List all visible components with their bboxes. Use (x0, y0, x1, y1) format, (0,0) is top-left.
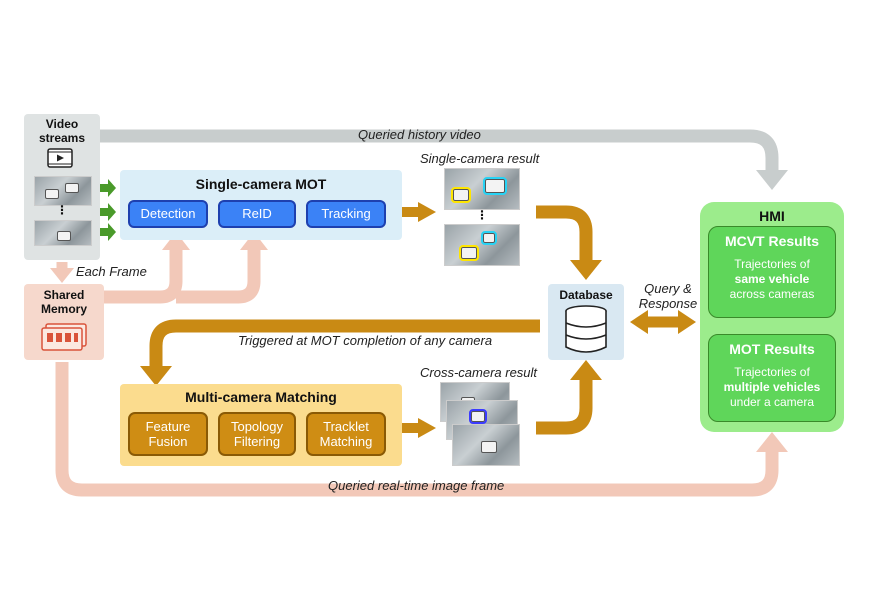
shared-to-detection (104, 250, 183, 304)
single-result-image-2 (444, 224, 520, 266)
queried-history-label: Queried history video (358, 127, 481, 142)
mot-line-3: under a camera (729, 395, 815, 409)
each-frame-arrowhead (50, 268, 74, 283)
mot-line-2: multiple vehicles (723, 380, 821, 394)
video-play-icon (47, 148, 73, 168)
video-streams-title: Video streams (38, 117, 86, 145)
green-arrow-2 (98, 203, 116, 221)
multi-to-cross-arrowhead (418, 418, 436, 438)
triggered-label: Triggered at MOT completion of any camer… (238, 333, 493, 348)
mot-line-1: Trajectories of (734, 365, 810, 379)
reid-arrowhead (240, 232, 268, 250)
tracking-step: Tracking (306, 200, 386, 228)
shared-memory-title: Shared Memory (40, 288, 87, 316)
cross-camera-result-label: Cross-camera result (420, 365, 538, 380)
query-response-left-head (630, 310, 648, 334)
mot-to-result-arrowhead (418, 202, 436, 222)
queried-realtime-label: Queried real-time image frame (328, 478, 505, 493)
detection-arrowhead (162, 232, 190, 250)
mcvt-line-2: same vehicle (734, 272, 810, 286)
mcvt-line-3: across cameras (729, 287, 815, 301)
detection-step: Detection (128, 200, 208, 228)
video-ellipsis: ⋮ (56, 203, 68, 217)
result-to-db-arrowhead (570, 260, 602, 280)
video-stream-thumbnail-1 (34, 176, 92, 206)
mot-results-description: Trajectories of multiple vehicles under … (709, 365, 835, 410)
reid-step: ReID (218, 200, 296, 228)
result-to-db-arrow (536, 205, 593, 262)
mcvt-line-1: Trajectories of (734, 257, 810, 271)
query-response-right-head (678, 310, 696, 334)
triggered-arrowhead (140, 366, 172, 386)
video-stream-thumbnail-2 (34, 220, 92, 246)
database-title: Database (559, 288, 613, 302)
mot-results-title: MOT Results (729, 341, 815, 357)
topology-filtering-step: Topology Filtering (218, 412, 296, 456)
query-response-label: Query & Response (636, 281, 700, 311)
triggered-arrow (149, 319, 540, 368)
queried-history-arrow (100, 129, 779, 172)
queried-realtime-arrow (55, 362, 779, 497)
single-camera-mot-title: Single-camera MOT (195, 176, 327, 192)
mcvt-results-panel: MCVT Results Trajectories of same vehicl… (708, 226, 836, 318)
green-arrow-3 (98, 223, 116, 241)
cross-result-image-front (452, 424, 520, 466)
memory-chip-icon (38, 322, 90, 352)
mcvt-results-title: MCVT Results (724, 233, 820, 249)
cross-to-db-arrow (536, 378, 593, 435)
green-arrow-1 (98, 179, 116, 197)
feature-fusion-step: Feature Fusion (128, 412, 208, 456)
single-result-image-1 (444, 168, 520, 210)
database-icon (562, 304, 610, 354)
each-frame-label: Each Frame (76, 264, 147, 279)
hmi-title: HMI (759, 208, 785, 224)
queried-history-arrowhead (756, 170, 788, 190)
single-result-ellipsis: ⋮ (476, 208, 488, 222)
cross-to-db-arrowhead (570, 360, 602, 380)
tracklet-matching-step: Tracklet Matching (306, 412, 386, 456)
mot-results-panel: MOT Results Trajectories of multiple veh… (708, 334, 836, 422)
mcvt-results-description: Trajectories of same vehicle across came… (709, 257, 835, 302)
tracklet-matching-text: Tracklet Matching (319, 419, 373, 449)
topology-filtering-text: Topology Filtering (230, 419, 284, 449)
queried-realtime-arrowhead (756, 432, 788, 452)
query-response-text: Query & Response (638, 281, 698, 311)
shared-to-reid (176, 250, 261, 304)
feature-fusion-text: Feature Fusion (145, 419, 191, 449)
single-camera-result-label: Single-camera result (420, 151, 540, 166)
multi-camera-matching-title: Multi-camera Matching (185, 389, 337, 405)
